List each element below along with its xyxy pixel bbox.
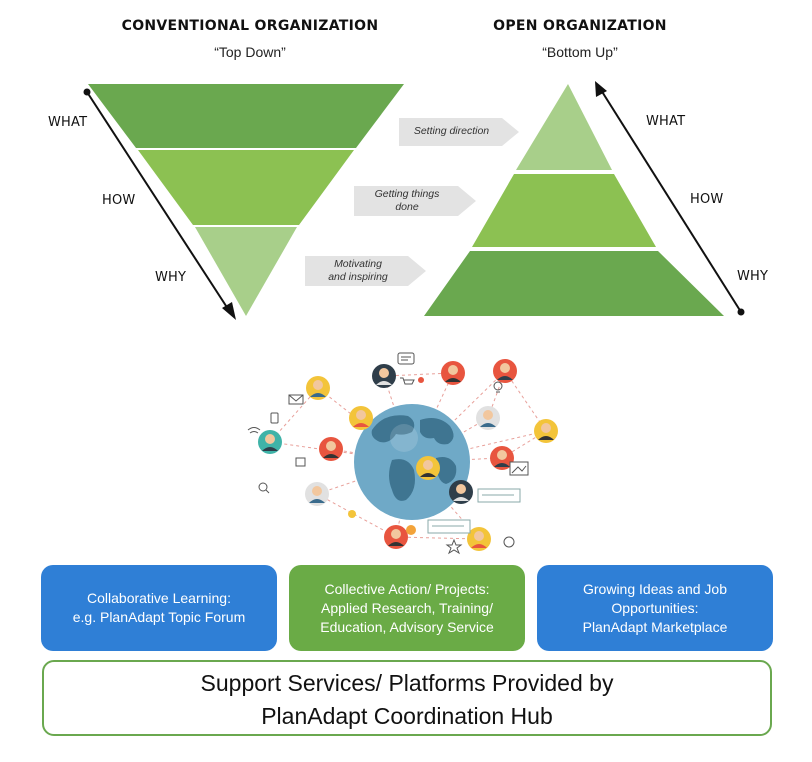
motivating-arrow [305, 256, 426, 286]
box-line: Growing Ideas and Job [583, 580, 727, 597]
wifi-icon [247, 427, 261, 434]
person-avatar-icon [319, 437, 343, 461]
search-icon [258, 482, 270, 494]
collaborative-learning-box: Collaborative Learning: e.g. PlanAdapt T… [41, 565, 277, 651]
person-avatar-icon [372, 364, 396, 388]
open-what-layer [516, 84, 612, 170]
lightbulb-icon [493, 381, 503, 393]
open-how-layer [472, 174, 656, 247]
conventional-level-why: WHY [155, 270, 187, 285]
chat-bubble-icon [397, 352, 415, 365]
cart-icon [400, 377, 415, 385]
growing-ideas-box: Growing Ideas and Job Opportunities: Pla… [537, 565, 773, 651]
collective-action-box: Collective Action/ Projects: Applied Res… [289, 565, 525, 651]
star-icon [445, 538, 463, 555]
text-card-icon [427, 519, 471, 534]
network-illustration [247, 352, 558, 555]
box-line: Education, Advisory Service [320, 618, 494, 635]
heart-icon [418, 377, 424, 383]
text-card-icon [477, 488, 521, 503]
conventional-level-how: HOW [102, 193, 136, 208]
mail-icon [288, 394, 304, 405]
open-level-how: HOW [690, 192, 724, 207]
coordination-hub-box: Support Services/ Platforms Provided by … [42, 660, 772, 736]
person-avatar-icon [534, 419, 558, 443]
box-line: Applied Research, Training/ [321, 599, 493, 616]
dollar-icon [406, 525, 416, 535]
person-avatar-icon [384, 525, 408, 549]
hub-line-1: Support Services/ Platforms Provided by [200, 670, 614, 696]
person-avatar-icon [258, 430, 282, 454]
box-line: PlanAdapt Marketplace [582, 618, 728, 635]
box-line: e.g. PlanAdapt Topic Forum [72, 609, 246, 625]
open-why-layer [424, 251, 724, 316]
top-down-arrow [83, 88, 236, 320]
image-icon [509, 461, 529, 476]
person-avatar-icon [441, 361, 465, 385]
clock-icon [503, 536, 515, 548]
person-avatar-icon [416, 456, 440, 480]
phone-icon [270, 412, 279, 424]
box-line: Opportunities: [611, 599, 699, 616]
conventional-why-layer [195, 227, 297, 316]
person-avatar-icon [493, 359, 517, 383]
box-line: Collaborative Learning: [87, 590, 231, 606]
person-avatar-icon [306, 376, 330, 400]
open-title: OPEN ORGANIZATION [493, 18, 667, 34]
person-avatar-icon [349, 406, 373, 430]
conventional-what-layer [88, 84, 404, 148]
hub-line-2: PlanAdapt Coordination Hub [261, 703, 553, 729]
person-avatar-icon [305, 482, 329, 506]
bottom-up-arrow [595, 81, 745, 316]
thumbs-up-icon [295, 457, 306, 467]
lightbulb-icon [348, 510, 356, 518]
person-avatar-icon [490, 446, 514, 470]
getting-things-done-arrow [354, 186, 476, 216]
person-avatar-icon [476, 406, 500, 430]
conventional-subtitle: “Top Down” [214, 44, 286, 60]
box-line: Collective Action/ Projects: [324, 580, 490, 597]
conventional-how-layer [138, 150, 354, 225]
person-avatar-icon [467, 527, 491, 551]
open-level-why: WHY [737, 269, 769, 284]
setting-direction-arrow [399, 118, 519, 146]
open-level-what: WHAT [646, 114, 686, 129]
conventional-title: CONVENTIONAL ORGANIZATION [121, 18, 379, 34]
globe-icon [354, 404, 470, 520]
arrow-label-setting-direction: Setting direction [413, 125, 490, 137]
conventional-level-what: WHAT [48, 115, 88, 130]
open-subtitle: “Bottom Up” [542, 44, 618, 60]
person-avatar-icon [449, 480, 473, 504]
